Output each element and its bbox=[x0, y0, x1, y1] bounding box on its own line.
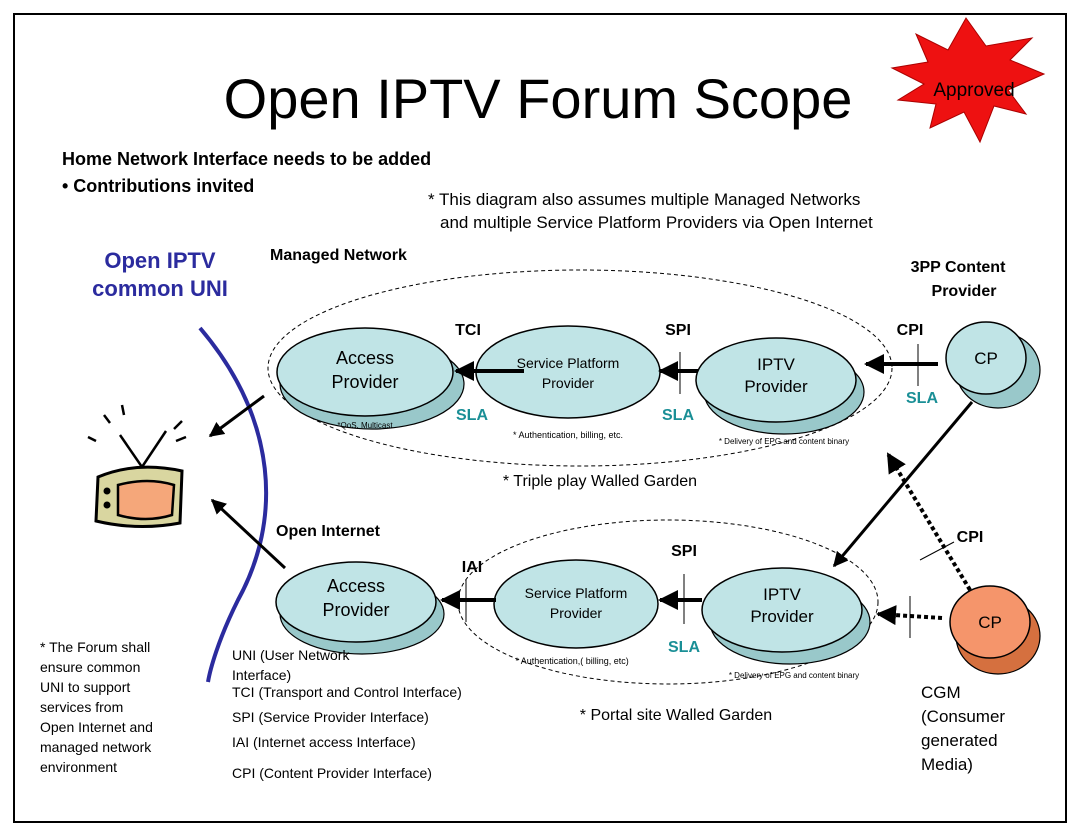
home-network-note: Home Network Interface needs to be added bbox=[62, 149, 431, 169]
forum-note-3: UNI to support bbox=[40, 679, 130, 695]
open-access-provider: Access Provider bbox=[275, 561, 445, 655]
managed-network-label: Managed Network bbox=[270, 247, 407, 264]
cp3pp-heading-line2: Provider bbox=[932, 283, 997, 300]
legend-iai: IAI (Internet access Interface) bbox=[232, 734, 416, 750]
forum-note-5: Open Internet and bbox=[40, 719, 153, 735]
cgm-line-2: (Consumer bbox=[921, 707, 1005, 726]
starburst-icon bbox=[890, 17, 1046, 144]
svg-text:IPTV: IPTV bbox=[763, 585, 801, 604]
legend-uni-1: UNI (User Network bbox=[232, 647, 350, 663]
svg-text:Provider: Provider bbox=[542, 375, 594, 391]
managed-iptv-provider: IPTV Provider bbox=[695, 337, 865, 435]
tci-label: TCI bbox=[455, 322, 481, 339]
svg-text:Access: Access bbox=[327, 576, 385, 596]
arrow-managed-access-to-tv bbox=[208, 394, 265, 438]
managed-cpi-label: CPI bbox=[897, 322, 924, 339]
iai-label: IAI bbox=[462, 559, 482, 576]
forum-note-7: environment bbox=[40, 759, 117, 775]
cgm-line-4: Media) bbox=[921, 755, 973, 774]
svg-text:Provider: Provider bbox=[331, 372, 398, 392]
uni-boundary-curve bbox=[198, 326, 269, 683]
svg-text:Service Platform: Service Platform bbox=[525, 585, 628, 601]
open-iptv-provider: IPTV Provider bbox=[701, 567, 871, 665]
svg-text:CP: CP bbox=[974, 349, 998, 368]
open-iptv-note: * Delivery of EPG and content binary bbox=[729, 671, 859, 680]
managed-sla-2: SLA bbox=[662, 407, 694, 424]
legend-cpi: CPI (Content Provider Interface) bbox=[232, 765, 432, 781]
cgm-line-3: generated bbox=[921, 731, 998, 750]
svg-text:IPTV: IPTV bbox=[757, 355, 795, 374]
svg-text:Access: Access bbox=[336, 348, 394, 368]
managed-access-note: *QoS, Multicast bbox=[337, 421, 393, 430]
arrow-cgm-to-managed-iptv bbox=[886, 452, 972, 592]
cgm-cpi-tick bbox=[919, 541, 955, 561]
cgm-node: CP bbox=[949, 585, 1041, 675]
open-cpi-label: CPI bbox=[957, 529, 984, 546]
open-internet-caption: * Portal site Walled Garden bbox=[580, 707, 772, 724]
managed-network-caption: * Triple play Walled Garden bbox=[503, 473, 697, 490]
open-internet-boundary bbox=[457, 519, 879, 685]
svg-text:Service Platform: Service Platform bbox=[517, 355, 620, 371]
managed-network-boundary bbox=[267, 269, 893, 467]
forum-note-1: * The Forum shall bbox=[40, 639, 150, 655]
assumption-line-1: * This diagram also assumes multiple Man… bbox=[428, 190, 860, 209]
svg-text:Provider: Provider bbox=[550, 605, 602, 621]
legend-tci: TCI (Transport and Control Interface) bbox=[232, 684, 462, 700]
svg-text:Provider: Provider bbox=[750, 607, 814, 626]
svg-text:CP: CP bbox=[978, 613, 1002, 632]
approved-badge: Approved bbox=[890, 17, 1046, 144]
uni-heading-line1: Open IPTV bbox=[104, 248, 216, 273]
svg-text:Provider: Provider bbox=[744, 377, 808, 396]
arrow-cgm-to-open-iptv bbox=[876, 605, 943, 626]
page-title: Open IPTV Forum Scope bbox=[224, 67, 853, 130]
managed-spi-label: SPI bbox=[665, 322, 691, 339]
managed-sla-1: SLA bbox=[456, 407, 488, 424]
forum-note-6: managed network bbox=[40, 739, 152, 755]
open-service-platform: Service Platform Provider bbox=[493, 559, 659, 649]
assumption-line-2: and multiple Service Platform Providers … bbox=[440, 213, 873, 232]
open-sla: SLA bbox=[668, 639, 700, 656]
arrow-cp3pp-to-open-iptv bbox=[832, 401, 974, 568]
cp3pp-node: CP bbox=[945, 321, 1041, 409]
forum-note-2: ensure common bbox=[40, 659, 140, 675]
contributions-note: • Contributions invited bbox=[62, 176, 254, 196]
open-service-note: * Authentication,( billing, etc) bbox=[515, 656, 629, 666]
approved-label: Approved bbox=[933, 80, 1014, 101]
cgm-line-1: CGM bbox=[921, 683, 961, 702]
managed-iptv-note: * Delivery of EPG and content binary bbox=[719, 437, 849, 446]
svg-text:Provider: Provider bbox=[322, 600, 389, 620]
slide-border bbox=[13, 13, 1067, 823]
cp3pp-heading-line1: 3PP Content bbox=[911, 259, 1007, 276]
arrow-open-access-to-tv bbox=[210, 498, 287, 570]
managed-sla-3: SLA bbox=[906, 390, 938, 407]
managed-access-provider: Access Provider bbox=[276, 327, 465, 430]
managed-service-note: * Authentication, billing, etc. bbox=[513, 430, 623, 440]
forum-note-4: services from bbox=[40, 699, 123, 715]
open-spi-label: SPI bbox=[671, 543, 697, 560]
open-internet-label: Open Internet bbox=[276, 523, 381, 540]
tv-icon bbox=[87, 404, 187, 529]
managed-service-platform: Service Platform Provider bbox=[475, 325, 661, 419]
uni-heading-line2: common UNI bbox=[92, 276, 228, 301]
legend-uni-2: Interface) bbox=[232, 667, 291, 683]
legend-spi: SPI (Service Provider Interface) bbox=[232, 709, 429, 725]
